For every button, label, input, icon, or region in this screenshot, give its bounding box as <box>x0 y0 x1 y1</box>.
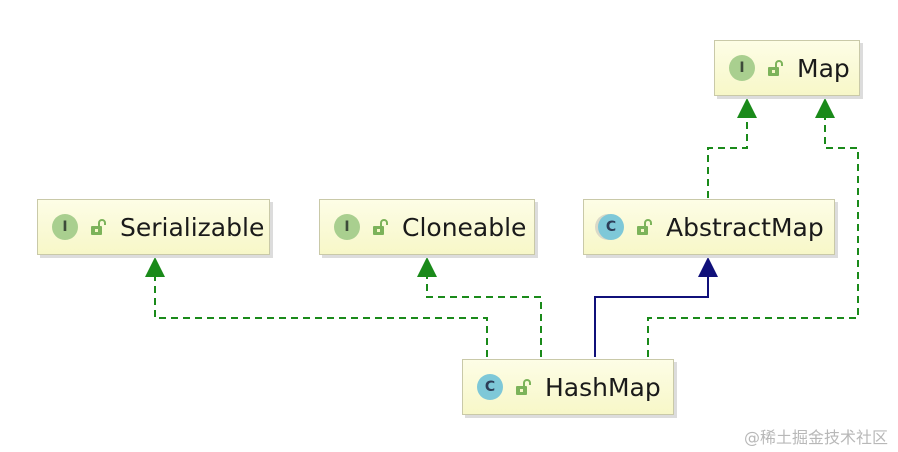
abstract-class-icon: C <box>598 214 624 240</box>
node-label: Cloneable <box>402 212 527 242</box>
node-cloneable[interactable]: I Cloneable <box>319 199 535 255</box>
unlocked-icon <box>637 219 652 235</box>
interface-icon: I <box>52 214 78 240</box>
arrowhead-cloneable <box>417 257 437 277</box>
arrowhead-abstractmap <box>698 257 718 277</box>
node-abstractmap[interactable]: C AbstractMap <box>583 199 835 255</box>
arrowhead-map-left <box>737 98 757 118</box>
node-label: Map <box>797 53 850 83</box>
arrowhead-serializable <box>145 257 165 277</box>
arrowhead-map-right <box>815 98 835 118</box>
interface-icon: I <box>334 214 360 240</box>
edge-abstractmap-to-map <box>707 115 748 198</box>
node-map[interactable]: I Map <box>714 40 860 96</box>
class-icon: C <box>477 374 503 400</box>
interface-icon: I <box>729 55 755 81</box>
node-label: Serializable <box>120 212 265 242</box>
edge-hashmap-to-cloneable <box>426 275 542 357</box>
watermark: @稀土掘金技术社区 <box>743 428 888 447</box>
edge-hashmap-to-map <box>647 115 859 357</box>
unlocked-icon <box>373 219 388 235</box>
node-hashmap[interactable]: C HashMap <box>462 359 674 415</box>
unlocked-icon <box>91 219 106 235</box>
node-serializable[interactable]: I Serializable <box>37 199 270 255</box>
unlocked-icon <box>516 379 531 395</box>
edge-hashmap-to-abstractmap <box>594 275 709 357</box>
node-label: HashMap <box>545 372 661 402</box>
unlocked-icon <box>768 60 783 76</box>
node-label: AbstractMap <box>666 212 824 242</box>
edge-hashmap-to-serializable <box>154 275 488 357</box>
